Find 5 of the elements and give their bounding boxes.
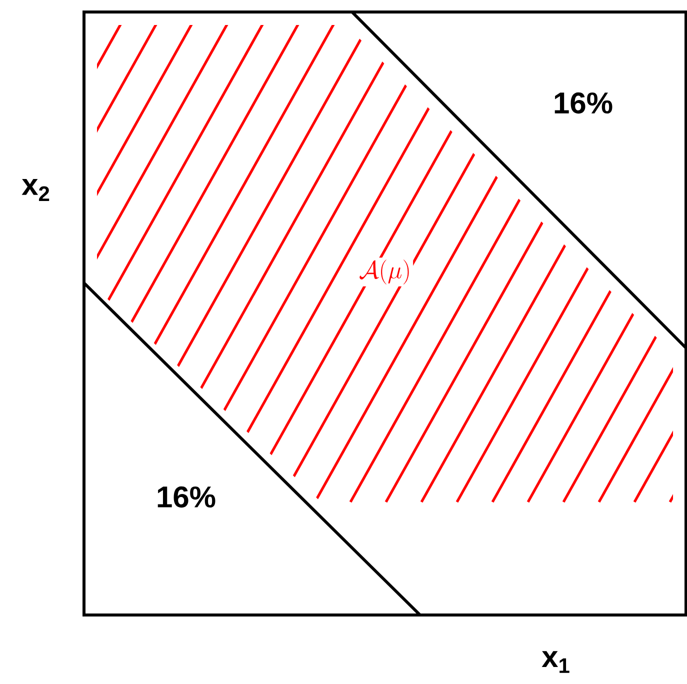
axis-label: x$_{1}$ <box>542 651 570 673</box>
percentage-label: 16% <box>554 92 612 114</box>
axis-label: x$_{2}$ <box>22 179 50 201</box>
percentage-label: 16% <box>158 486 216 508</box>
region-label: $\mathcal{A}(\mu)$ <box>356 258 414 286</box>
